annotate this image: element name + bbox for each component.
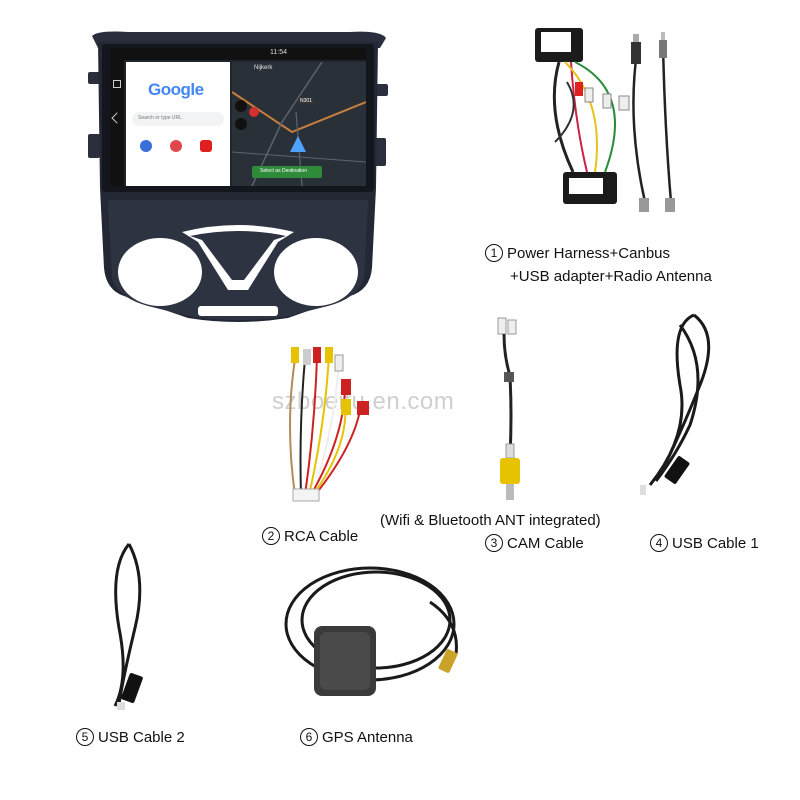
item-5-number: 5 [76, 728, 94, 746]
map-road-label: N301 [298, 98, 314, 104]
usb-cable-1-image [640, 313, 711, 495]
cam-cable-image [497, 317, 520, 500]
rca-cable-image [289, 347, 369, 502]
item-1-number: 1 [485, 244, 503, 262]
item-5-label: 5 USB Cable 2 [76, 728, 185, 746]
usb-cable-2-image [113, 543, 143, 710]
item-2-label: 2 RCA Cable [262, 527, 358, 545]
shortcut-baidu-icon[interactable] [140, 140, 152, 152]
head-unit-screen: 11:54 Google Search or type URL Nijkerk … [110, 48, 366, 186]
item-6-number: 6 [300, 728, 318, 746]
status-bar [110, 48, 366, 60]
item-6-label: 6 GPS Antenna [300, 728, 413, 746]
gps-antenna-image [284, 566, 458, 696]
select-destination-button[interactable] [252, 166, 322, 178]
zoom-in-button[interactable] [235, 100, 247, 112]
item-1-label-line2: +USB adapter+Radio Antenna [510, 268, 712, 285]
side-nav [110, 60, 124, 186]
item-3-label: 3 CAM Cable [485, 534, 584, 552]
browser-panel[interactable]: Google Search or type URL [126, 62, 230, 186]
item-5-text: USB Cable 2 [98, 728, 185, 746]
item-2-number: 2 [262, 527, 280, 545]
status-time: 11:54 [270, 49, 287, 56]
item-1-label: 1 Power Harness+Canbus [485, 244, 670, 262]
item-2-text: RCA Cable [284, 527, 359, 545]
map-panel[interactable]: Nijkerk N301 Select as Destination [232, 62, 366, 186]
select-destination-label: Select as Destination [260, 168, 307, 174]
item-4-number: 4 [650, 534, 668, 552]
browser-search-placeholder: Search or type URL [138, 115, 182, 121]
head-unit: 11:54 Google Search or type URL Nijkerk … [88, 28, 388, 328]
home-icon[interactable] [113, 80, 121, 88]
item-3-text: CAM Cable [507, 534, 584, 552]
shortcut-youtube-icon[interactable] [200, 140, 212, 152]
note-label: (Wifi & Bluetooth ANT integrated) [380, 512, 601, 529]
item-4-text: USB Cable 1 [672, 534, 759, 552]
item-6-text: GPS Antenna [322, 728, 413, 746]
google-logo: Google [148, 80, 204, 99]
power-harness-image [535, 28, 675, 212]
shortcut-weibo-icon[interactable] [170, 140, 182, 152]
zoom-out-button[interactable] [235, 118, 247, 130]
browser-search-input[interactable] [132, 112, 224, 126]
map-place-label: Nijkerk [254, 65, 273, 71]
item-4-label: 4 USB Cable 1 [650, 534, 759, 552]
item-3-number: 3 [485, 534, 503, 552]
item-1-text: Power Harness+Canbus [507, 244, 671, 262]
